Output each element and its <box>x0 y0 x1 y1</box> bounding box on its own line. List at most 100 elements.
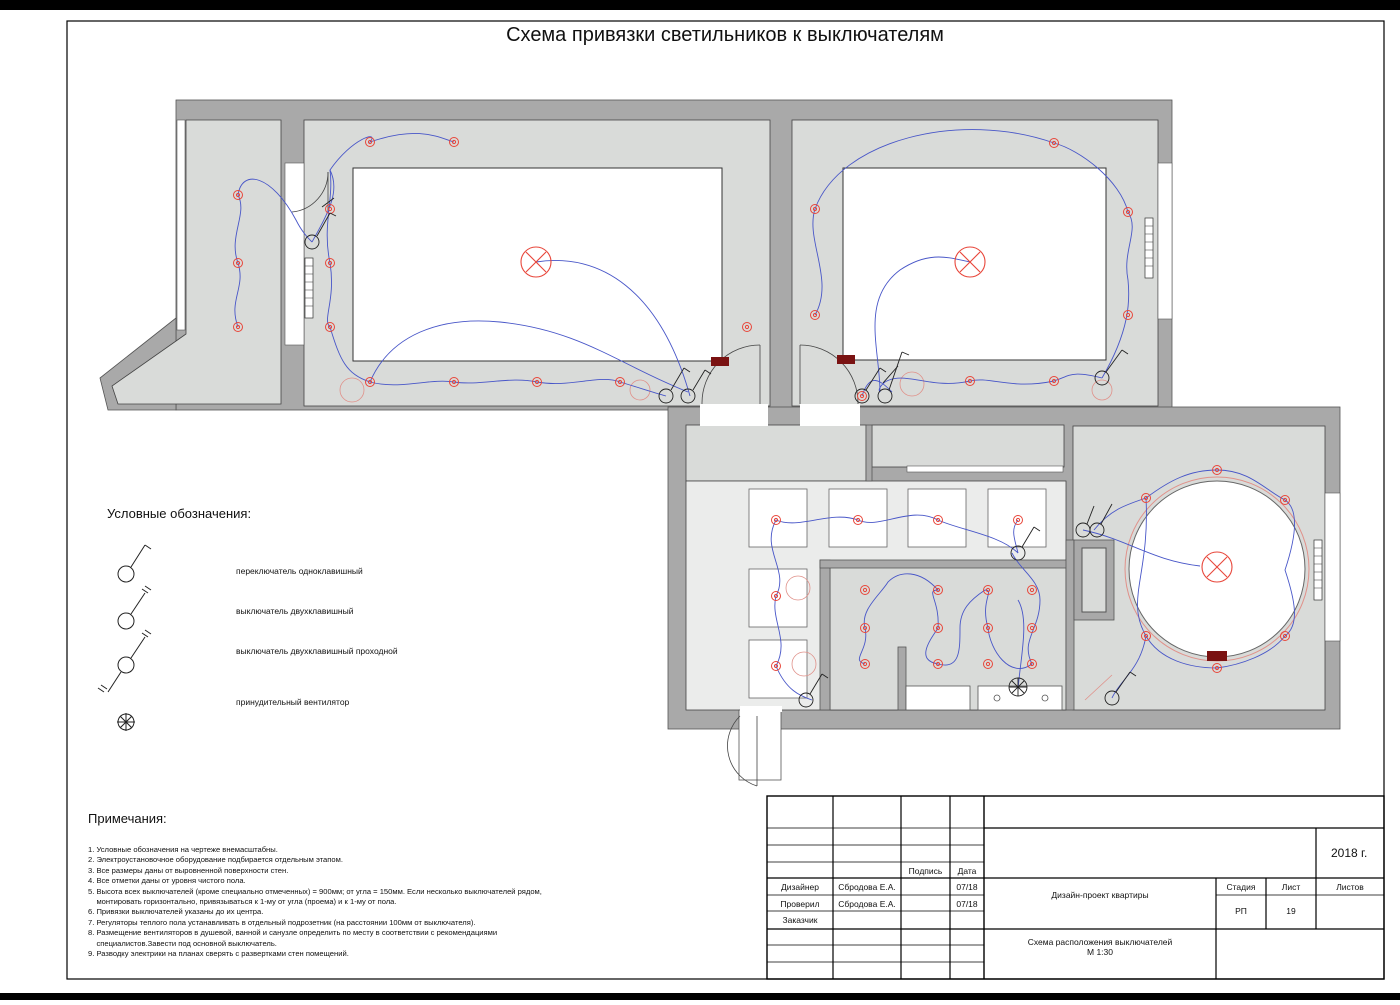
spotlight <box>1123 207 1133 217</box>
spotlight <box>983 659 993 669</box>
spotlight-core <box>534 379 540 385</box>
spotlight-core <box>327 324 333 330</box>
legend-title: Условные обозначения: <box>107 506 252 521</box>
spotlight-core <box>1214 665 1220 671</box>
hall-top-floor <box>685 424 867 482</box>
spotlight <box>933 659 943 669</box>
spotlight <box>325 322 335 332</box>
hall-closet-floor <box>871 424 1065 468</box>
spotlight <box>1212 465 1222 475</box>
spotlight-core <box>1282 633 1288 639</box>
spotlight-core <box>327 260 333 266</box>
spotlight-core <box>1051 140 1057 146</box>
stamp-date-checker: 07/18 <box>956 899 978 909</box>
spotlight-core <box>1029 625 1035 631</box>
spotlight <box>1027 659 1037 669</box>
note-item: 5. Высота всех выключателей (кроме специ… <box>88 886 542 907</box>
stamp-sheet-header: Лист <box>1281 882 1301 892</box>
radiator-ribs <box>305 225 1322 589</box>
spotlight-core <box>744 324 750 330</box>
spotlight <box>1141 493 1151 503</box>
stamp-scale: М 1:30 <box>1087 947 1113 957</box>
spotlight <box>860 659 870 669</box>
spotlight <box>933 515 943 525</box>
spotlight-core <box>367 379 373 385</box>
spotlight-core <box>862 625 868 631</box>
spotlight <box>532 377 542 387</box>
spotlight-core <box>367 139 373 145</box>
spotlight-core <box>1029 587 1035 593</box>
spotlight <box>365 377 375 387</box>
spotlight-core <box>859 393 865 399</box>
spotlight-core <box>235 260 241 266</box>
spotlights <box>233 137 1290 673</box>
spotlight-core <box>773 517 779 523</box>
spotlight-core <box>935 661 941 667</box>
spotlight <box>983 585 993 595</box>
spotlight <box>1049 376 1059 386</box>
page-title: Схема привязки светильников к выключател… <box>506 24 944 46</box>
spotlight-core <box>1015 517 1021 523</box>
drawing-frame <box>66 20 1385 980</box>
spotlight-core <box>812 206 818 212</box>
ceiling-cutouts <box>352 167 1306 658</box>
legend-single-switch-icon <box>117 544 152 583</box>
spotlight <box>233 190 243 200</box>
spotlight <box>771 591 781 601</box>
legend-label-double-switch: выключатель двухклавишный <box>236 606 354 616</box>
stamp-project: Дизайн-проект квартиры <box>1051 890 1149 900</box>
stamp-role-client: Заказчик <box>782 915 818 925</box>
spotlight-core <box>235 192 241 198</box>
spotlight-core <box>235 324 241 330</box>
spotlight <box>615 377 625 387</box>
spotlight-core <box>935 587 941 593</box>
legend-double-pass-switch-icon <box>97 629 152 693</box>
spotlight-core <box>862 661 868 667</box>
top-border-band <box>0 0 1400 10</box>
spotlight <box>1141 631 1151 641</box>
note-item: 4. Все отметки даны от уровня чистого по… <box>88 876 246 886</box>
legend-double-switch-icon <box>117 585 152 630</box>
note-item: 2. Электроустановочное оборудование подб… <box>88 855 343 865</box>
switch-zones <box>339 371 1113 701</box>
wiring <box>234 129 1295 701</box>
stamp-name-checker: Сбродова Е.А. <box>838 899 896 909</box>
shaft <box>1081 547 1107 613</box>
notes-title: Примечания: <box>88 811 167 826</box>
spotlight-core <box>1029 661 1035 667</box>
plan-switches <box>304 197 1137 708</box>
spotlight-core <box>1125 209 1131 215</box>
spotlight-core <box>1143 633 1149 639</box>
spotlight-core <box>617 379 623 385</box>
spotlight <box>771 661 781 671</box>
spotlight <box>857 391 867 401</box>
spotlight-core <box>1214 467 1220 473</box>
spotlight <box>1123 310 1133 320</box>
hall-tiles <box>748 488 1047 699</box>
stamp-date-header: Дата <box>957 866 977 876</box>
stamp-date-designer: 07/18 <box>956 882 978 892</box>
note-item: 3. Все размеры даны от выровненной повер… <box>88 865 289 875</box>
stamp-name-designer: Сбродова Е.А. <box>838 882 896 892</box>
legend-label-double-pass-switch: выключатель двухклавишный проходной <box>236 646 398 656</box>
spotlight <box>933 623 943 633</box>
radiators <box>304 217 1323 601</box>
windows <box>176 119 1341 642</box>
spotlight <box>1027 585 1037 595</box>
note-item: 9. Разводку электрики на планах сверять … <box>88 949 349 959</box>
spotlight-core <box>451 379 457 385</box>
floor-heater-thermostats <box>711 355 1227 661</box>
spotlight-core <box>773 593 779 599</box>
stamp-year: 2018 г. <box>1331 846 1368 860</box>
spotlight-core <box>451 139 457 145</box>
stamp-drawing-name: Схема расположения выключателей <box>1027 937 1173 947</box>
spotlight <box>1013 515 1023 525</box>
bathroom-partitions <box>819 424 1115 711</box>
stamp-stage-header: Стадия <box>1226 882 1256 892</box>
spotlight <box>853 515 863 525</box>
note-item: 8. Размещение вентиляторов в душевой, ва… <box>88 928 498 948</box>
stamp-grid <box>766 795 1385 980</box>
chandeliers <box>520 246 1233 583</box>
spotlight <box>933 585 943 595</box>
